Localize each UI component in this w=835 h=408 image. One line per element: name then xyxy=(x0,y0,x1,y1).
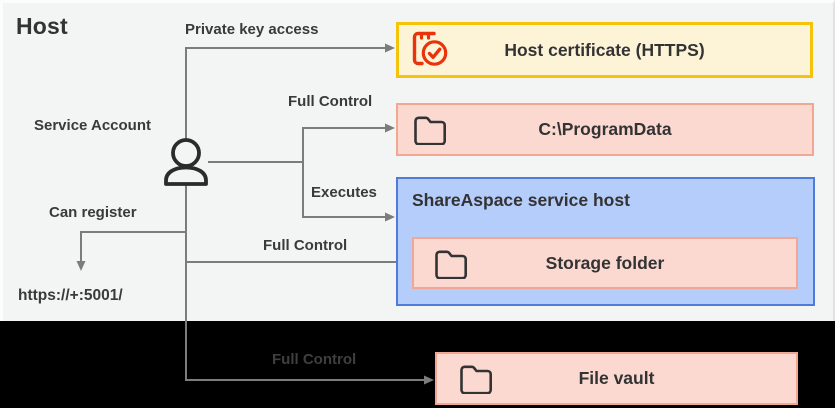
edge-label-full-control-storage: Full Control xyxy=(263,237,348,254)
node-label: C:\ProgramData xyxy=(538,119,672,139)
edge-label-full-control-filevault: Full Control xyxy=(272,351,357,368)
certificate-icon xyxy=(412,31,448,66)
node-label: Storage folder xyxy=(545,252,665,273)
host-title: Host xyxy=(16,13,68,39)
node-label: File vault xyxy=(578,368,655,388)
service-account-icon xyxy=(164,138,208,186)
node-host-certificate: Host certificate (HTTPS) xyxy=(396,22,813,78)
node-label: Host certificate (HTTPS) xyxy=(504,39,705,60)
node-storage-folder: Storage folder xyxy=(412,237,798,289)
edge-label-can-register: Can register xyxy=(49,204,137,221)
folder-icon xyxy=(435,250,467,279)
edge-label-full-control-programdata: Full Control xyxy=(288,93,373,110)
folder-icon xyxy=(414,116,446,145)
folder-icon xyxy=(460,365,492,394)
endpoint-url-label: https://+:5001/ xyxy=(18,287,123,304)
node-file-vault: File vault xyxy=(435,352,798,405)
edge-label-private-key-access: Private key access xyxy=(185,21,319,38)
edge-label-executes: Executes xyxy=(311,184,377,201)
node-label: ShareAspace service host xyxy=(412,190,630,210)
node-program-data: C:\ProgramData xyxy=(396,103,814,156)
service-account-label: Service Account xyxy=(34,117,151,134)
